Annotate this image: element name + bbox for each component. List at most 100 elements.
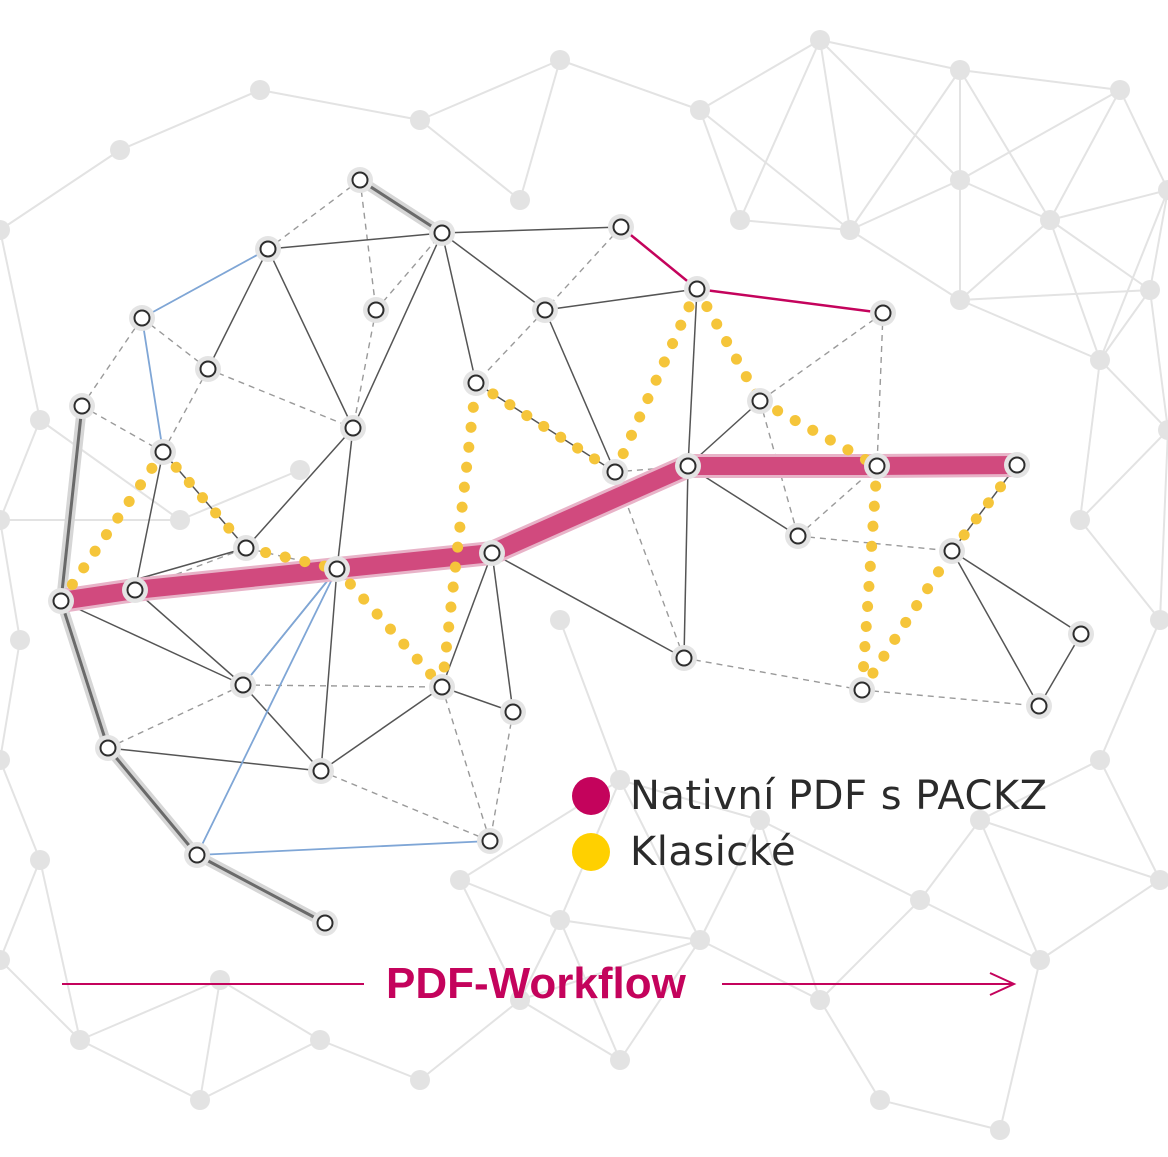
background-edge bbox=[759, 819, 921, 901]
network-node bbox=[536, 301, 554, 319]
background-node bbox=[990, 1120, 1010, 1140]
network-node bbox=[99, 739, 117, 757]
network-node bbox=[188, 846, 206, 864]
background-edge bbox=[959, 219, 1051, 301]
background-edge bbox=[1039, 879, 1161, 961]
legend-item-classic: Klasické bbox=[572, 824, 1048, 880]
network-node bbox=[126, 581, 144, 599]
background-node bbox=[210, 970, 230, 990]
legend: Nativní PDF s PACKZ Klasické bbox=[572, 768, 1048, 880]
network-node bbox=[234, 676, 252, 694]
background-edge bbox=[199, 1039, 321, 1101]
background-network bbox=[0, 30, 1168, 1140]
background-edge bbox=[1079, 519, 1161, 621]
background-node bbox=[410, 1070, 430, 1090]
background-edge bbox=[319, 1039, 421, 1081]
network-edge bbox=[951, 550, 1082, 635]
background-edge bbox=[1149, 289, 1168, 431]
network-edge-dashed bbox=[441, 686, 491, 842]
background-edge bbox=[39, 859, 81, 1041]
background-node bbox=[310, 1030, 330, 1050]
background-edge bbox=[0, 519, 21, 641]
background-edge bbox=[459, 879, 521, 1001]
network-edge bbox=[441, 552, 493, 688]
background-node bbox=[1158, 180, 1168, 200]
network-node bbox=[133, 309, 151, 327]
network-node bbox=[789, 527, 807, 545]
background-edge bbox=[1149, 189, 1168, 291]
network-edge bbox=[544, 309, 616, 473]
classic-dotted-segment bbox=[856, 460, 883, 696]
background-edge bbox=[699, 109, 851, 231]
background-edge bbox=[1079, 429, 1168, 521]
classic-dotted-segment bbox=[691, 283, 766, 407]
background-edge bbox=[819, 39, 961, 181]
network-edge-blue bbox=[141, 317, 164, 453]
network-edge-dashed bbox=[544, 226, 622, 311]
background-node bbox=[0, 220, 10, 240]
background-node bbox=[1110, 80, 1130, 100]
network-edge-dashed bbox=[320, 770, 491, 842]
network-node bbox=[1030, 697, 1048, 715]
network-edge-dashed bbox=[759, 312, 884, 402]
network-edge-heavy bbox=[106, 747, 199, 856]
classic-dotted-segment bbox=[609, 283, 703, 478]
background-node bbox=[10, 630, 30, 650]
background-edge bbox=[619, 939, 701, 1061]
network-nodes bbox=[48, 167, 1094, 936]
network-edge-dashed bbox=[267, 179, 361, 250]
background-node bbox=[550, 610, 570, 630]
network-node bbox=[316, 914, 334, 932]
background-edge bbox=[959, 289, 1151, 301]
background-node bbox=[750, 810, 770, 830]
background-edge bbox=[849, 69, 961, 231]
background-edge bbox=[1079, 359, 1101, 521]
background-edge bbox=[1099, 619, 1161, 761]
classic-path bbox=[55, 283, 1023, 696]
network-node bbox=[351, 171, 369, 189]
network-edge bbox=[951, 550, 1040, 707]
network-edge-heavy bbox=[359, 178, 443, 235]
network-node bbox=[943, 542, 961, 560]
network-node bbox=[679, 457, 697, 475]
network-edge bbox=[1038, 633, 1082, 707]
background-edge bbox=[1049, 189, 1168, 221]
network-node bbox=[481, 832, 499, 850]
background-node bbox=[840, 220, 860, 240]
background-edge bbox=[259, 89, 421, 121]
network-edge-dashed bbox=[352, 309, 377, 429]
background-node bbox=[1030, 950, 1050, 970]
network-edge bbox=[352, 232, 443, 429]
network-node bbox=[868, 457, 886, 475]
network-node bbox=[237, 539, 255, 557]
background-node bbox=[1040, 210, 1060, 230]
background-edge bbox=[39, 419, 181, 521]
network-edge bbox=[267, 232, 443, 250]
background-edge bbox=[1099, 759, 1161, 881]
background-edge bbox=[999, 959, 1041, 1131]
network-edge bbox=[107, 747, 322, 772]
background-node bbox=[550, 910, 570, 930]
background-edge bbox=[739, 39, 821, 221]
background-edge bbox=[79, 979, 221, 1041]
background-node bbox=[690, 100, 710, 120]
background-node bbox=[1140, 280, 1160, 300]
legend-label-classic: Klasické bbox=[630, 829, 797, 875]
background-node bbox=[970, 810, 990, 830]
network-node bbox=[688, 280, 706, 298]
arrow-right-icon bbox=[989, 972, 1017, 996]
network-edge bbox=[207, 248, 269, 370]
background-edge bbox=[419, 119, 521, 201]
background-edge bbox=[1099, 189, 1168, 361]
network-edge-blue bbox=[242, 568, 338, 686]
network-node bbox=[853, 681, 871, 699]
network-edge-dashed bbox=[81, 317, 143, 407]
background-node bbox=[1150, 870, 1168, 890]
network-node bbox=[154, 443, 172, 461]
network-edge bbox=[441, 232, 546, 311]
workflow-arrow bbox=[62, 972, 1017, 996]
network-node bbox=[606, 463, 624, 481]
background-node bbox=[810, 30, 830, 50]
network-edge bbox=[441, 226, 622, 234]
